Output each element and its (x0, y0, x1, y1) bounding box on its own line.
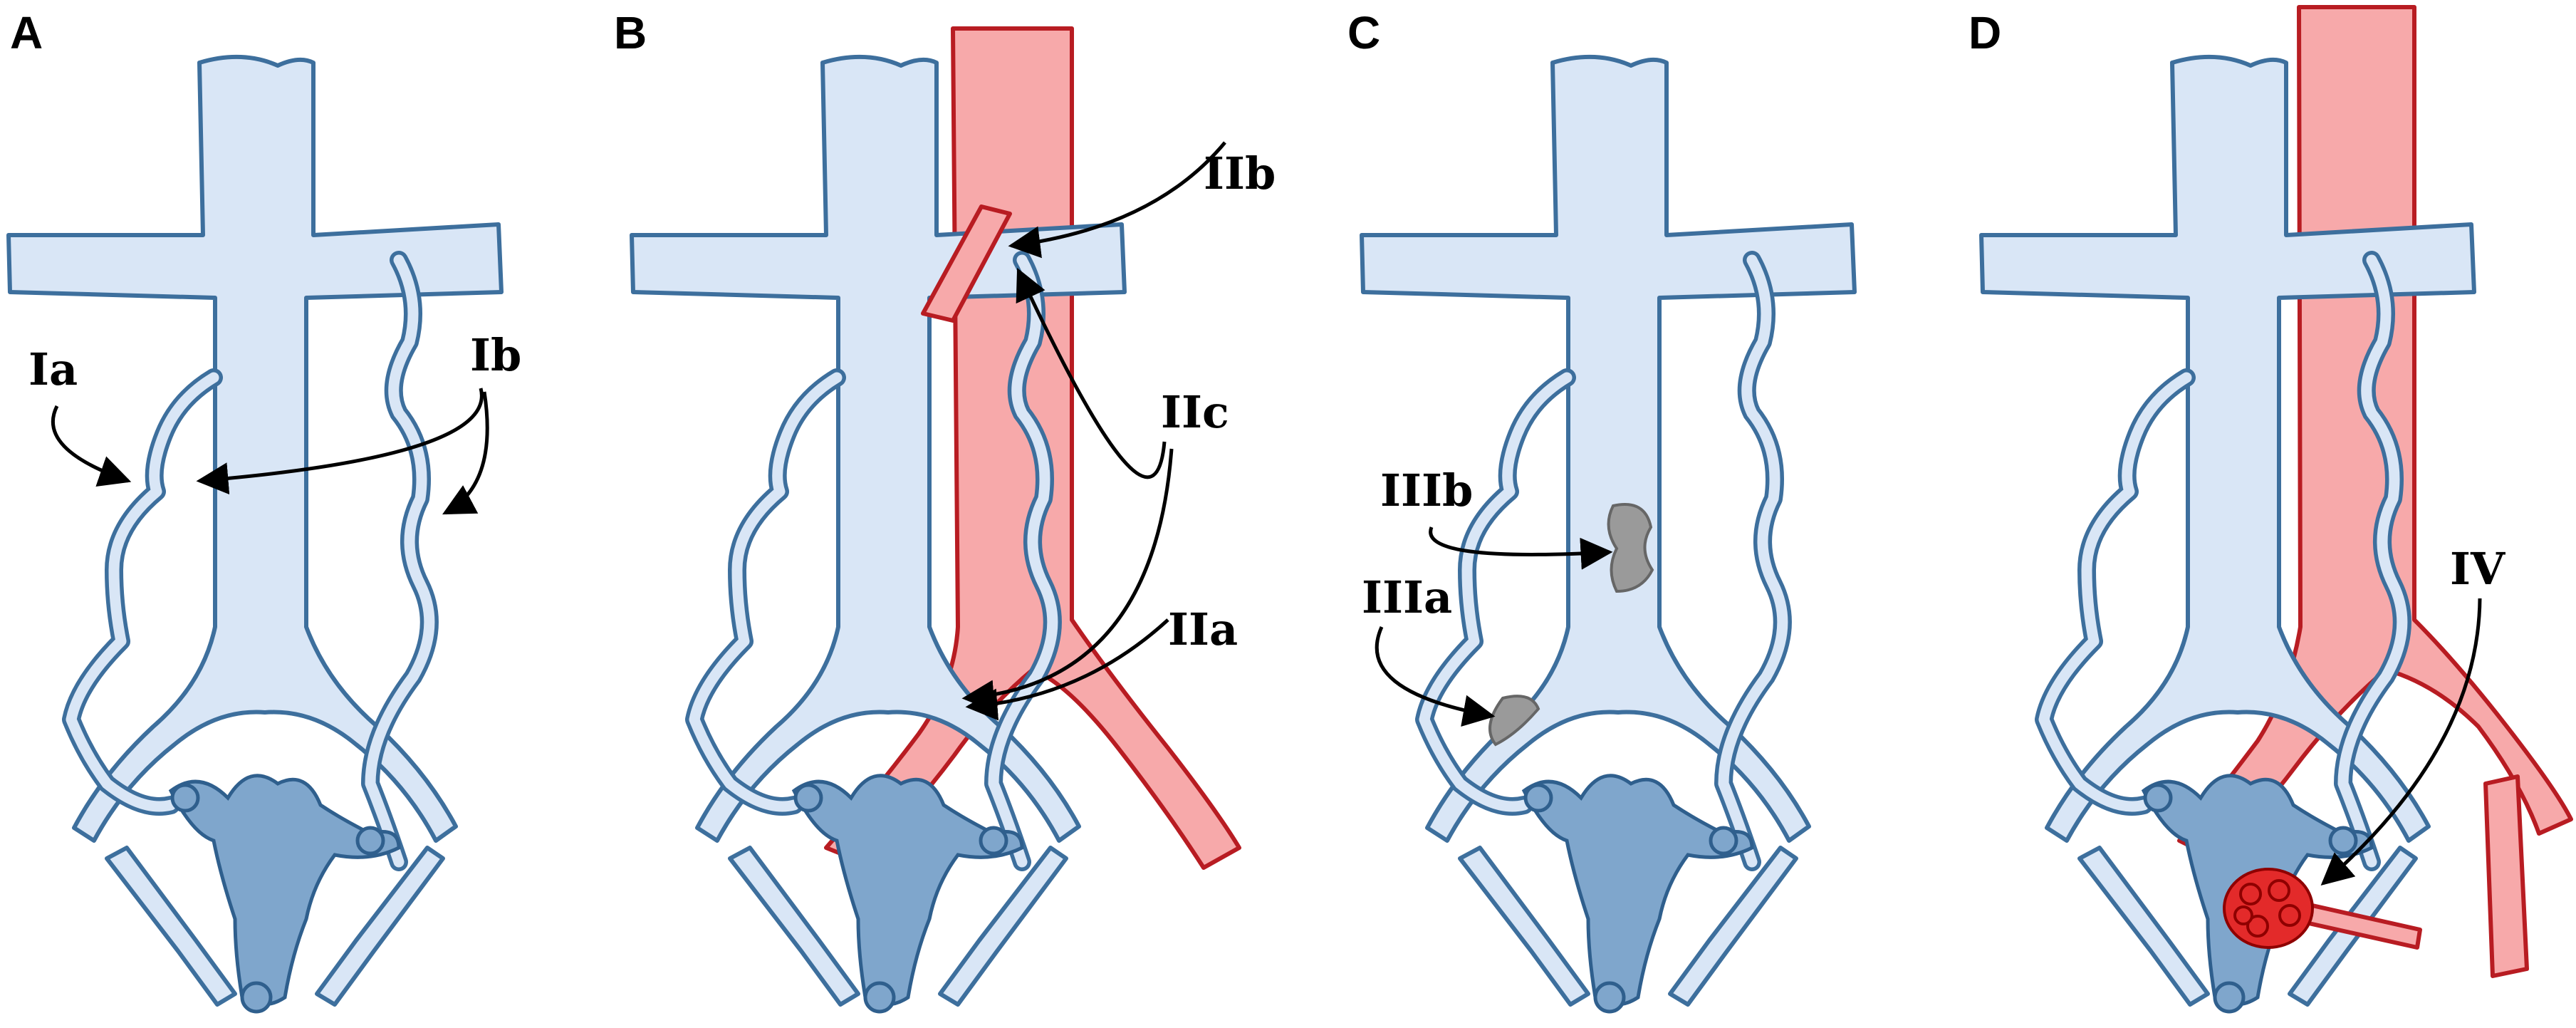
callout-arrow (1429, 526, 1613, 570)
callout-arrow (1008, 141, 1226, 259)
callout-arrow (1016, 267, 1167, 479)
callout-arrow (965, 618, 1169, 721)
callout-label: IIa (1168, 603, 1238, 655)
panel-c: C IIIb IIIa (1347, 7, 1855, 1012)
callout-arrow (196, 388, 484, 495)
callout-label: IIc (1161, 386, 1229, 438)
callout-arrow (51, 405, 132, 487)
panel-letter: D (1968, 7, 2001, 58)
callout-label: IIIa (1362, 571, 1452, 623)
panel-letter: A (10, 7, 43, 58)
callout-label: Ia (28, 343, 78, 395)
panel-letter: B (614, 7, 647, 58)
callout-arrow (961, 448, 1174, 712)
panel-d: D IV (1968, 7, 2571, 1012)
callout-arrow (442, 391, 489, 515)
callout-arrow (1375, 625, 1496, 727)
compressing-vessel (921, 204, 1012, 323)
avm-nidus-icon (2223, 868, 2422, 950)
callout-arrow (2320, 598, 2482, 886)
callout-label: IV (2450, 543, 2505, 595)
callout-label: Ib (470, 329, 521, 381)
panel-b: B IIb IIc IIa (614, 7, 1276, 1012)
callout-label: IIIb (1380, 464, 1473, 516)
thrombus-icon (1607, 503, 1654, 593)
callout-label: IIb (1204, 147, 1276, 199)
panel-a: A Ia Ib (9, 7, 521, 1012)
panel-letter: C (1347, 7, 1380, 58)
